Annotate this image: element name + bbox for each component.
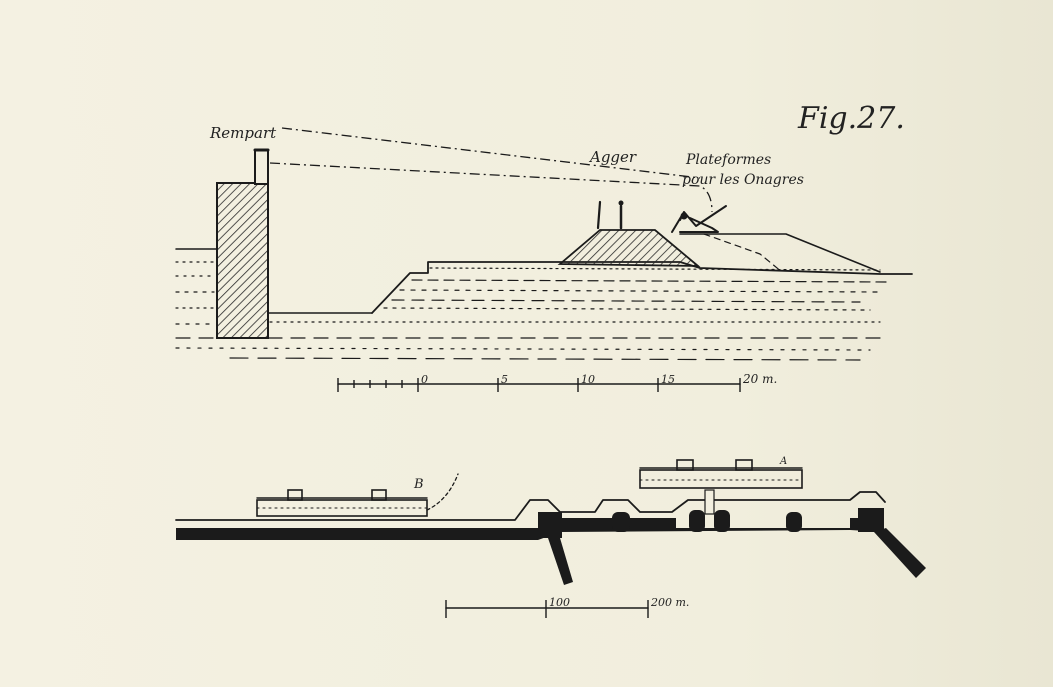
plan-wall (175, 489, 926, 585)
section-scale-tick-5: 5 (501, 373, 508, 386)
section-scale-tick-10: 10 (581, 373, 595, 386)
label-a: A (779, 456, 787, 467)
section-scale-bar: 0 5 10 15 20 m. (337, 372, 777, 392)
siege-mound (371, 200, 913, 314)
siege-works-a (639, 459, 803, 489)
plateformes-label: Plateformes (685, 152, 771, 168)
rampart-wall (216, 148, 270, 339)
fig-label: Fig.27. (797, 101, 905, 136)
section-scale-tick-15: 15 (661, 373, 675, 386)
sight-lines (269, 127, 713, 213)
ground-strata (175, 321, 881, 361)
plan-scale-tick-200: 200 m. (650, 596, 689, 609)
onagres-label: pour les Onagres (682, 172, 804, 188)
agger-label: Agger (588, 148, 637, 166)
label-b: B (413, 477, 424, 492)
siege-works-b (256, 473, 459, 517)
section-scale-tick-20: 20 m. (742, 372, 777, 386)
plan-scale-bar: 100 200 m. (445, 596, 689, 618)
plan-scale-tick-100: 100 (549, 596, 570, 609)
section-view: Rempart Agger Plateformes pour les Onagr… (175, 124, 913, 392)
plan-view: B A 100 200 m. (175, 456, 926, 618)
rempart-label: Rempart (209, 124, 277, 142)
left-terrain (175, 248, 217, 325)
section-scale-tick-0: 0 (421, 373, 428, 386)
